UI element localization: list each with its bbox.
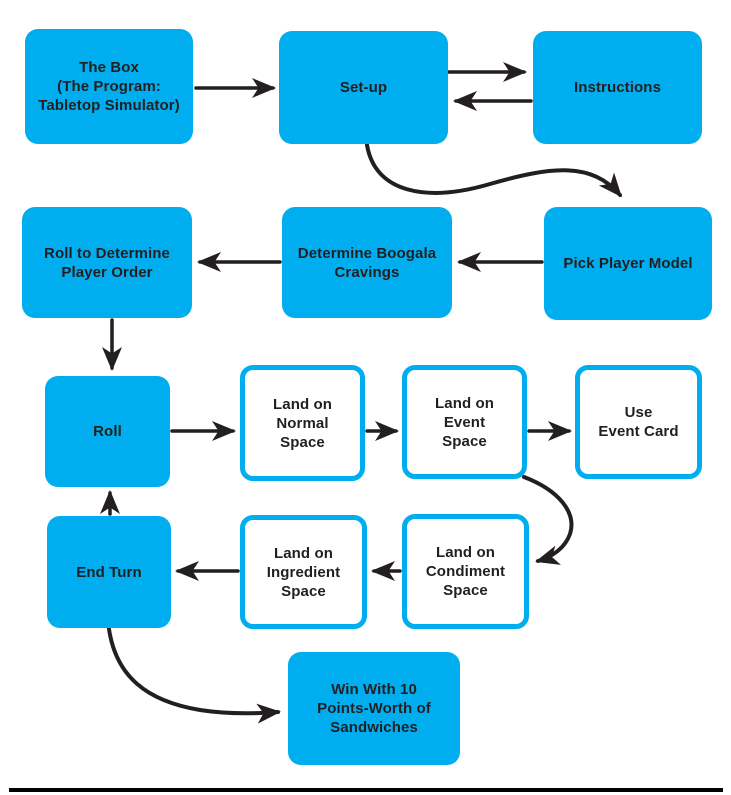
node-land-on-condiment-space: Land on Condiment Space: [402, 514, 529, 629]
arrow-endturn-to-win: [107, 627, 281, 724]
node-end-turn: End Turn: [47, 516, 171, 628]
node-determine-boogala: Determine Boogala Cravings: [282, 207, 452, 318]
node-win-sandwiches: Win With 10 Points-Worth of Sandwiches: [288, 652, 460, 765]
node-roll-to-determine-order: Roll to Determine Player Order: [22, 207, 192, 318]
bottom-divider-rule: [9, 788, 723, 792]
node-pick-player-model: Pick Player Model: [544, 207, 712, 320]
node-land-on-normal-space: Land on Normal Space: [240, 365, 365, 481]
node-instructions: Instructions: [533, 31, 702, 144]
node-use-event-card: Use Event Card: [575, 365, 702, 479]
node-roll: Roll: [45, 376, 170, 487]
node-land-on-ingredient-space: Land on Ingredient Space: [240, 515, 367, 629]
node-land-on-event-space: Land on Event Space: [402, 365, 527, 479]
node-set-up: Set-up: [279, 31, 448, 144]
node-the-box: The Box (The Program: Tabletop Simulator…: [25, 29, 193, 144]
arrow-eventspace-to-condiment: [522, 475, 574, 565]
arrow-setup-to-pickplayermodel: [365, 143, 622, 198]
